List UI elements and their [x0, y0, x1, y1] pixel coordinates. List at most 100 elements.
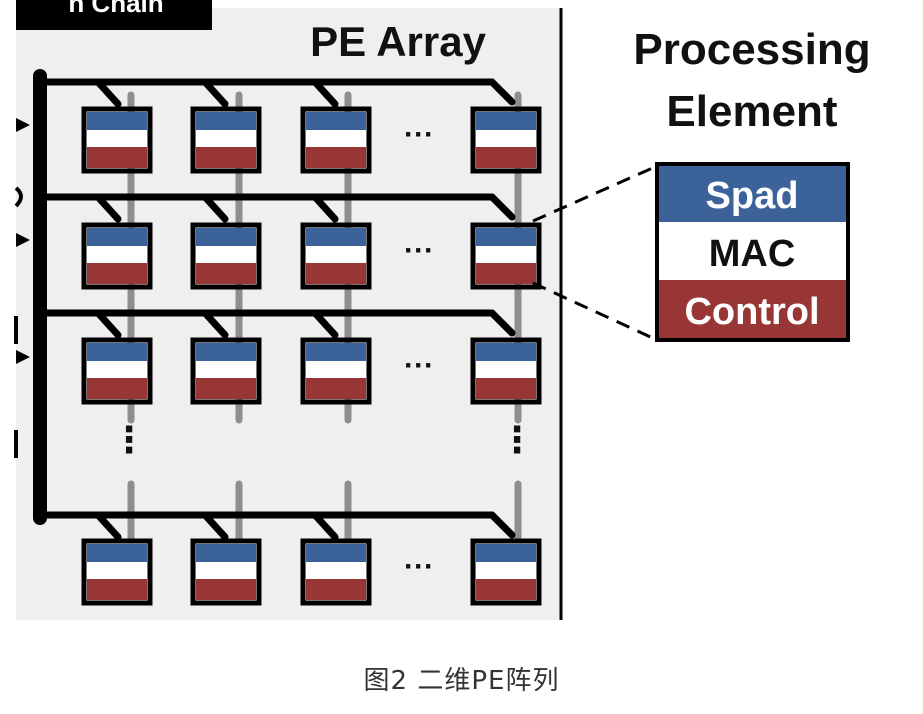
pe-spad-band	[87, 544, 147, 562]
pe-spad-band	[196, 544, 256, 562]
pe-border	[81, 106, 153, 174]
pe-control-band	[476, 579, 536, 600]
pe-border	[300, 538, 372, 606]
input-arrow-row3	[16, 350, 30, 364]
bus-end-tap-row2	[488, 193, 516, 221]
pe-control-band	[87, 263, 147, 284]
pe-cell	[300, 337, 372, 405]
pe-mac-band	[306, 130, 366, 147]
horizontal-ellipsis: ···	[404, 349, 434, 382]
pe-mac-band	[87, 130, 147, 147]
bus-tap-row4-col3	[311, 511, 339, 541]
pe-border	[470, 222, 542, 290]
horizontal-bus-wires	[33, 69, 516, 541]
control-label: Control	[684, 291, 819, 333]
pe-mac-band	[87, 246, 147, 263]
pe-mac-band	[87, 361, 147, 378]
pe-mac-band	[476, 361, 536, 378]
pe-cell	[81, 538, 153, 606]
pe-mac-band	[196, 361, 256, 378]
pe-border	[81, 222, 153, 290]
pe-control-band	[476, 147, 536, 168]
bus-end-tap-row4	[488, 511, 516, 539]
pe-mac-band	[476, 130, 536, 147]
pe-mac-band	[196, 562, 256, 579]
pe-border	[81, 337, 153, 405]
enlarged-pe: Spad MAC Control	[655, 162, 850, 342]
pe-spad-band	[87, 112, 147, 130]
pe-cell	[300, 106, 372, 174]
pe-spad-band	[476, 343, 536, 361]
pe-cell	[470, 222, 542, 290]
pe-cell	[300, 538, 372, 606]
bus-tap-row3-col1	[94, 309, 122, 339]
bus-tap-row3-col3	[311, 309, 339, 339]
spad-label: Spad	[706, 175, 799, 217]
pe-control-band	[306, 378, 366, 399]
pe-border	[190, 106, 262, 174]
pe-control-band	[306, 147, 366, 168]
pe-spad-band	[87, 228, 147, 246]
pe-cell	[81, 222, 153, 290]
pe-array-diagram: n Chain PE Array ············⋮⋮ Processi…	[14, 0, 871, 620]
pe-control-band	[476, 378, 536, 399]
pe-border	[470, 337, 542, 405]
pe-array-title: PE Array	[310, 18, 487, 65]
pe-spad-band	[476, 228, 536, 246]
pe-border	[81, 538, 153, 606]
cropped-chain-label: n Chain	[16, 0, 212, 30]
pe-cell	[190, 106, 262, 174]
pe-control-band	[476, 263, 536, 284]
bus-tap-row4-col2	[201, 511, 229, 541]
pe-control-band	[196, 378, 256, 399]
bus-tap-row2-col1	[94, 193, 122, 223]
pe-spad-band	[196, 228, 256, 246]
pe-mac-band	[306, 246, 366, 263]
pe-mac-band	[196, 246, 256, 263]
horizontal-ellipsis: ···	[404, 550, 434, 583]
vertical-ellipsis: ⋮	[111, 419, 147, 460]
bus-tap-row1-col2	[201, 78, 229, 108]
pe-cell	[300, 222, 372, 290]
pe-control-band	[196, 579, 256, 600]
pe-cell	[470, 337, 542, 405]
pe-cell	[470, 538, 542, 606]
pe-control-band	[87, 378, 147, 399]
pe-border	[190, 222, 262, 290]
bus-tap-row3-col2	[201, 309, 229, 339]
horizontal-ellipsis: ···	[404, 118, 434, 151]
pe-spad-band	[306, 544, 366, 562]
ellipses: ············⋮⋮	[111, 118, 535, 583]
pe-spad-band	[476, 544, 536, 562]
pe-border	[300, 337, 372, 405]
pe-cell	[470, 106, 542, 174]
pe-border	[190, 538, 262, 606]
cropped-chain-label-text: n Chain	[68, 0, 163, 18]
cropped-left-text-fragments	[14, 186, 23, 458]
pe-mac-band	[306, 361, 366, 378]
bus-tap-row1-col1	[94, 78, 122, 108]
pe-spad-band	[306, 343, 366, 361]
pe-border	[300, 222, 372, 290]
input-arrow-row1	[16, 118, 30, 132]
pe-border	[190, 337, 262, 405]
pe-spad-band	[306, 112, 366, 130]
pe-control-band	[306, 263, 366, 284]
pe-border	[470, 538, 542, 606]
pe-cell	[190, 538, 262, 606]
enlarged-pe-mac-band	[657, 222, 848, 280]
pe-spad-band	[306, 228, 366, 246]
vertical-ellipsis: ⋮	[499, 419, 535, 460]
enlarged-pe-spad-band	[657, 164, 848, 222]
bus-tap-row1-col3	[311, 78, 339, 108]
mac-label: MAC	[709, 233, 796, 275]
pe-border	[300, 106, 372, 174]
pe-control-band	[306, 579, 366, 600]
bus-end-tap-row3	[488, 309, 516, 337]
pe-mac-band	[196, 130, 256, 147]
pe-control-band	[196, 147, 256, 168]
pe-cell	[190, 337, 262, 405]
pe-spad-band	[196, 112, 256, 130]
enlarged-pe-control-band	[657, 280, 848, 340]
